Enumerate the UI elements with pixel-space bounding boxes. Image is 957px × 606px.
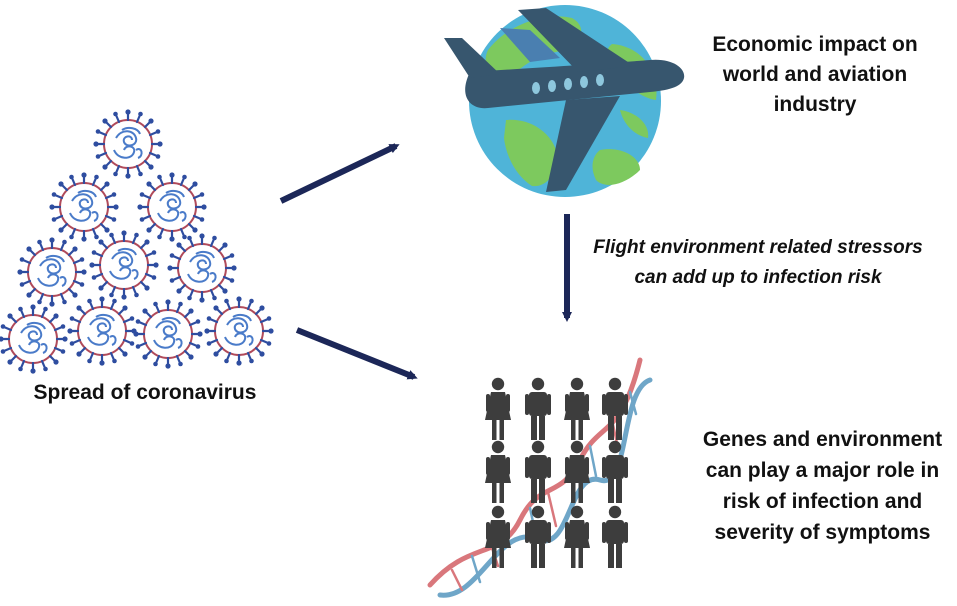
virus-icon [166,232,238,304]
genes-line-3: risk of infection and [722,490,923,513]
economic-impact-label: Economic impact on world and aviation in… [690,30,940,120]
virus-cluster [0,108,275,375]
genes-line-1: Genes and environment [702,428,943,451]
virus-icon [132,298,204,370]
genes-line-4: severity of symptoms [714,521,931,544]
airplane-icon [444,8,685,192]
person-icon [602,505,628,568]
virus-icon [88,229,160,301]
economic-line-3: industry [773,93,857,116]
arrow-to-genes [295,327,418,380]
person-icon [485,440,511,503]
economic-line-1: Economic impact on [712,33,918,56]
virus-icon [66,295,138,367]
spread-label-text: Spread of coronavirus [33,381,257,404]
genes-line-2: can play a major role in [705,459,940,482]
virus-icon [16,236,88,308]
economic-line-2: world and aviation [722,63,908,86]
genes-environment-label: Genes and environment can play a major r… [690,424,955,548]
person-icon [564,377,590,440]
people-grid [485,377,628,568]
person-icon [525,505,551,568]
flight-stressors-label: Flight environment related stressors can… [578,233,938,293]
person-icon [485,377,511,440]
virus-icon [92,108,164,180]
flight-line-2: can add up to infection risk [634,267,882,288]
spread-label: Spread of coronavirus [10,378,280,408]
person-icon [525,377,551,440]
arrow-to-economy [279,143,400,204]
virus-icon [48,171,120,243]
virus-icon [0,303,69,375]
person-icon [485,505,511,568]
flight-line-1: Flight environment related stressors [593,237,923,258]
virus-icon [203,295,275,367]
virus-icon [136,171,208,243]
